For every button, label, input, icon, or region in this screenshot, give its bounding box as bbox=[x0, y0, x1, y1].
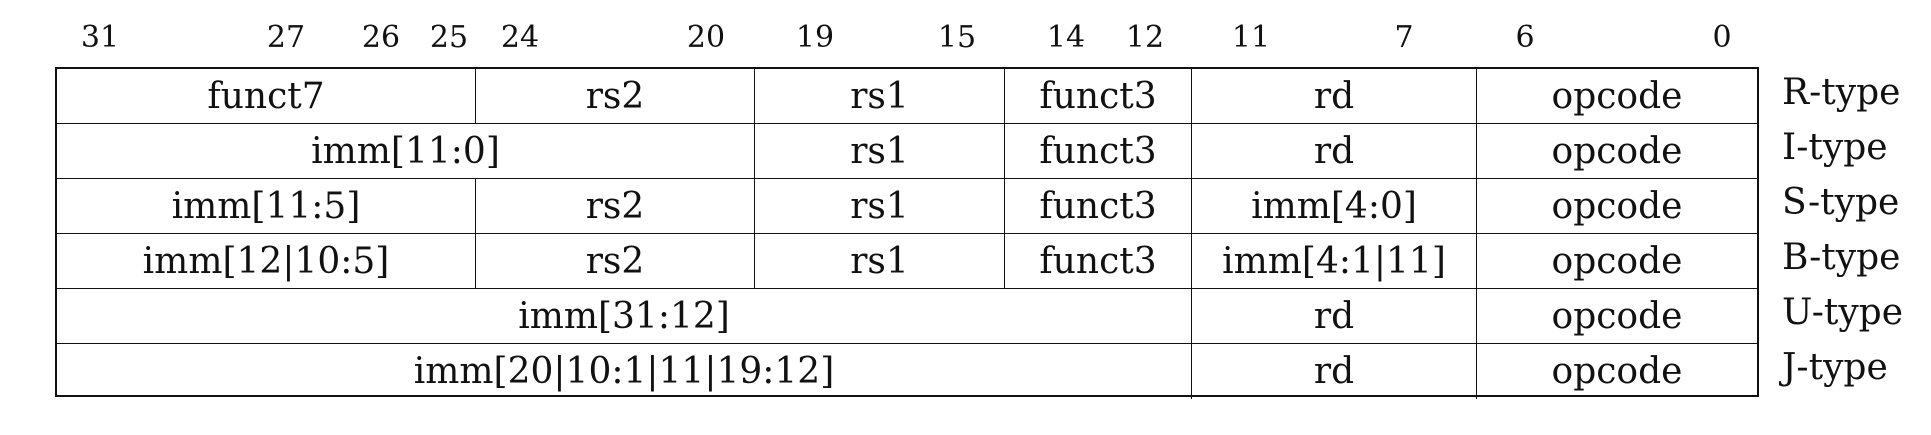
field-imm-4-1-11: imm[4:1|11] bbox=[1192, 234, 1477, 288]
field-opcode: opcode bbox=[1551, 240, 1683, 282]
field-rs2: rs2 bbox=[476, 69, 755, 123]
bit-position-15: 15 bbox=[937, 20, 977, 55]
bit-position-11: 11 bbox=[1231, 20, 1271, 55]
format-row-s-type: imm[11:5] rs2 rs1 funct3 imm[4:0] opcode bbox=[57, 179, 1757, 234]
bit-position-19: 19 bbox=[795, 20, 835, 55]
field-opcode: opcode bbox=[1551, 295, 1683, 337]
field-imm-31-12: imm[31:12] bbox=[57, 289, 1192, 343]
field-rd: rd bbox=[1192, 289, 1477, 343]
field-opcode: opcode bbox=[1551, 351, 1683, 392]
bit-position-25: 25 bbox=[429, 20, 469, 55]
field-funct3: funct3 bbox=[1005, 179, 1192, 233]
field-funct3: funct3 bbox=[1005, 234, 1192, 288]
format-row-b-type: imm[12|10:5] rs2 rs1 funct3 imm[4:1|11] … bbox=[57, 234, 1757, 289]
type-label-r: R-type bbox=[1782, 72, 1901, 113]
field-rd: rd bbox=[1192, 344, 1477, 399]
field-rd: rd bbox=[1192, 69, 1477, 123]
field-funct3: funct3 bbox=[1005, 124, 1192, 178]
type-label-b: B-type bbox=[1782, 237, 1901, 278]
bit-position-20: 20 bbox=[686, 20, 726, 55]
bit-position-7: 7 bbox=[1394, 20, 1414, 55]
bit-position-12: 12 bbox=[1125, 20, 1165, 55]
field-funct7: funct7 bbox=[57, 69, 476, 123]
instruction-format-table: funct7 rs2 rs1 funct3 rd opcode imm[11:0… bbox=[55, 67, 1759, 399]
bit-position-26: 26 bbox=[361, 20, 401, 55]
format-row-u-type: imm[31:12] rd opcode bbox=[57, 289, 1757, 344]
field-rs1: rs1 bbox=[755, 69, 1005, 123]
format-row-i-type: imm[11:0] rs1 funct3 rd opcode bbox=[57, 124, 1757, 179]
field-opcode: opcode bbox=[1551, 185, 1683, 227]
bit-position-14: 14 bbox=[1046, 20, 1086, 55]
field-rd: rd bbox=[1192, 124, 1477, 178]
field-imm-11-0: imm[11:0] bbox=[57, 124, 755, 178]
field-opcode: opcode bbox=[1551, 130, 1683, 172]
type-label-j: J-type bbox=[1782, 347, 1888, 388]
bit-position-27: 27 bbox=[266, 20, 306, 55]
bit-position-24: 24 bbox=[500, 20, 540, 55]
format-row-r-type: funct7 rs2 rs1 funct3 rd opcode bbox=[57, 69, 1757, 124]
bit-position-31: 31 bbox=[80, 20, 120, 55]
field-imm-11-5: imm[11:5] bbox=[57, 179, 476, 233]
format-row-j-type: imm[20|10:1|11|19:12] rd opcode bbox=[57, 344, 1757, 399]
field-rs1: rs1 bbox=[755, 234, 1005, 288]
field-rs1: rs1 bbox=[755, 179, 1005, 233]
field-opcode: opcode bbox=[1551, 75, 1683, 117]
field-imm-12-10-5: imm[12|10:5] bbox=[57, 234, 476, 288]
type-label-u: U-type bbox=[1782, 292, 1904, 333]
field-rs2: rs2 bbox=[476, 234, 755, 288]
bit-position-0: 0 bbox=[1712, 20, 1732, 55]
field-rs1: rs1 bbox=[755, 124, 1005, 178]
type-label-i: I-type bbox=[1782, 127, 1888, 168]
field-funct3: funct3 bbox=[1005, 69, 1192, 123]
bit-position-6: 6 bbox=[1515, 20, 1535, 55]
field-rs2: rs2 bbox=[476, 179, 755, 233]
type-label-s: S-type bbox=[1782, 182, 1900, 223]
field-imm-20-10-1-11-19-12: imm[20|10:1|11|19:12] bbox=[57, 344, 1192, 399]
field-imm-4-0: imm[4:0] bbox=[1192, 179, 1477, 233]
